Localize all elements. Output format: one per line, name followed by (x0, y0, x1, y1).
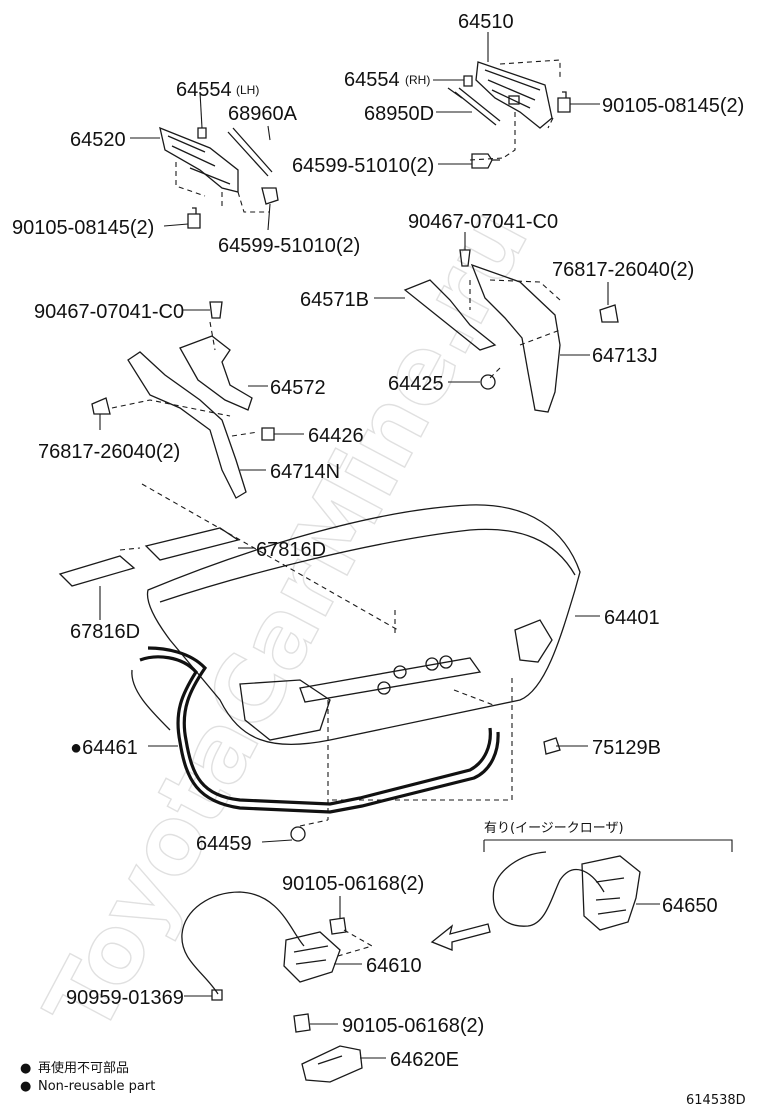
label-64554-lh: 64554 (176, 79, 232, 101)
luggage-lid-64401 (119, 483, 581, 827)
label-75129b (543, 737, 561, 755)
label-90105-08145-right: 90105-08145(2) (602, 95, 744, 117)
label-90105-08145-left: 90105-08145(2) (12, 217, 154, 239)
leader-lines (99, 32, 660, 1059)
non-reusable-mark: ● (70, 737, 82, 759)
label-64571b: 64571B (300, 289, 369, 311)
clip-76817-right (599, 304, 619, 323)
label-64554-rh: 64554 (344, 69, 400, 91)
label-67816d-a: 67816D (256, 539, 326, 561)
trim-64572-64714n (111, 321, 259, 499)
label-64599-51010-left: 64599-51010(2) (218, 235, 360, 257)
label-easy-closer-note: 有り(イージークローザ) (484, 821, 624, 836)
lock-64610 (283, 931, 341, 983)
label-64461-text: 64461 (82, 737, 138, 759)
label-90467-07041-c0-left: 90467-07041-C0 (34, 301, 184, 323)
legend-symbol-en: ● (20, 1079, 31, 1094)
hinge-right (469, 59, 561, 161)
trim-64571b-64713j (403, 263, 561, 413)
grommet-64425 (480, 374, 496, 390)
label-64426: 64426 (308, 425, 364, 447)
clip-64554-lh (197, 127, 207, 139)
direction-arrow (430, 923, 491, 951)
label-64425: 64425 (388, 373, 444, 395)
stay-68960a (227, 127, 273, 177)
label-75129b: 75129B (592, 737, 661, 759)
lock-cable (181, 891, 305, 995)
label-76817-26040-right: 76817-26040(2) (552, 259, 694, 281)
closer-bracket (483, 839, 733, 852)
silencer-pad-67816d-b (58, 555, 136, 587)
fastener-90467-right (459, 249, 471, 267)
label-64713j: 64713J (592, 345, 658, 367)
bolt-90105-08145-left (187, 207, 201, 229)
legend: ● 再使用不可部品 ● Non-reusable part (20, 1060, 155, 1094)
label-64620e: 64620E (390, 1049, 459, 1071)
silencer-pad-67816d-a (144, 527, 240, 561)
bolt-90105-08145-right (557, 91, 571, 113)
label-90467-07041-c0-right: 90467-07041-C0 (408, 211, 558, 233)
label-68950d: 68950D (364, 103, 434, 125)
label-64520: 64520 (70, 129, 126, 151)
bolt-90105-06168-b (293, 1013, 311, 1033)
fastener-90467-left (209, 301, 223, 319)
label-68960a: 68960A (228, 103, 298, 125)
closer-64650 (581, 855, 641, 931)
ball-stud-64599-right (471, 153, 500, 169)
label-64461: ●64461 (70, 737, 138, 759)
hinge-left (159, 126, 270, 213)
weatherstrip-64461 (131, 646, 500, 814)
striker-64620e (301, 1045, 363, 1083)
cushion-64459 (290, 826, 306, 842)
legend-symbol-jp: ● (20, 1061, 31, 1076)
ball-stud-64599-left (261, 187, 279, 205)
label-64459: 64459 (196, 833, 252, 855)
label-90959-01369: 90959-01369 (66, 987, 184, 1009)
label-64610: 64610 (366, 955, 422, 977)
closer-cable (492, 851, 605, 927)
label-76817-26040-left: 76817-26040(2) (38, 441, 180, 463)
stay-68950d (447, 87, 501, 126)
label-lh-suffix: (LH) (236, 83, 259, 97)
label-64510: 64510 (458, 11, 514, 33)
clamp-90959-01369 (211, 989, 223, 1001)
label-64401: 64401 (604, 607, 660, 629)
diagram-code: 614538D (686, 1093, 746, 1108)
label-64650: 64650 (662, 895, 718, 917)
label-67816d-b: 67816D (70, 621, 140, 643)
legend-english: Non-reusable part (38, 1079, 155, 1094)
clip-64554-rh (463, 75, 473, 87)
bolt-90105-06168-a (329, 917, 374, 957)
label-64572: 64572 (270, 377, 326, 399)
label-90105-06168-a: 90105-06168(2) (282, 873, 424, 895)
grommet-64426 (261, 427, 275, 441)
label-rh-suffix: (RH) (405, 73, 430, 87)
legend-japanese: 再使用不可部品 (38, 1060, 129, 1076)
label-64714n: 64714N (270, 461, 340, 483)
label-64599-51010-right: 64599-51010(2) (292, 155, 434, 177)
label-90105-06168-b: 90105-06168(2) (342, 1015, 484, 1037)
clip-76817-left (91, 397, 111, 415)
